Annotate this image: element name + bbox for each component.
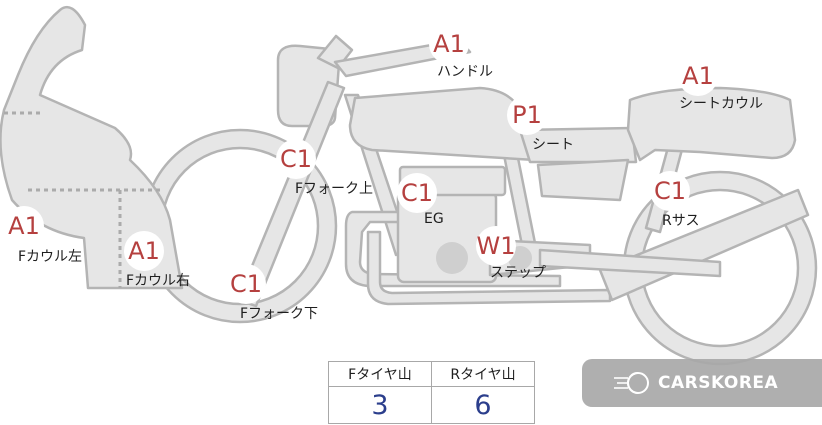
part-label-f-cowl-left: Fカウル左 bbox=[18, 249, 83, 265]
front-fork bbox=[236, 80, 346, 308]
part-label-f-fork-lower: Fフォーク下 bbox=[240, 306, 319, 322]
rear-tyre-header: Rタイヤ山 bbox=[431, 361, 535, 387]
part-label-engine: EG bbox=[424, 211, 444, 227]
part-label-seat-cowl: シートカウル bbox=[679, 96, 763, 112]
grade-badge-handle: A1 bbox=[429, 24, 469, 64]
front-tyre-header: Fタイヤ山 bbox=[328, 361, 432, 387]
part-label-r-suspension: Rサス bbox=[662, 213, 700, 229]
seat-cowl-shape bbox=[626, 86, 797, 162]
brand-watermark: CARSKOREA bbox=[582, 359, 822, 407]
grade-badge-f-cowl-left: A1 bbox=[4, 206, 44, 246]
grade-badge-step: W1 bbox=[476, 226, 516, 266]
seat-shape bbox=[518, 126, 638, 164]
tyre-tread-table: Fタイヤ山 Rタイヤ山 3 6 bbox=[328, 361, 535, 424]
swingarm bbox=[538, 248, 722, 278]
grade-badge-seat: P1 bbox=[507, 95, 547, 135]
front-tyre-value: 3 bbox=[328, 386, 432, 424]
part-label-handle: ハンドル bbox=[437, 64, 493, 80]
part-label-seat: シート bbox=[532, 137, 574, 153]
grade-badge-f-cowl-right: A1 bbox=[124, 231, 164, 271]
side-panel bbox=[536, 158, 630, 202]
grade-badge-seat-cowl: A1 bbox=[678, 56, 718, 96]
front-fairing bbox=[0, 5, 184, 290]
part-label-f-fork-upper: Fフォーク上 bbox=[295, 181, 374, 197]
grade-badge-engine: C1 bbox=[397, 173, 437, 213]
part-label-step: ステップ bbox=[490, 265, 546, 281]
fuel-tank bbox=[348, 86, 537, 162]
grade-badge-r-suspension: C1 bbox=[650, 171, 690, 211]
grade-badge-f-fork-lower: C1 bbox=[226, 264, 266, 304]
brand-name: CARSKOREA bbox=[658, 373, 779, 393]
part-label-f-cowl-right: Fカウル右 bbox=[126, 273, 191, 289]
rear-tyre-value: 6 bbox=[431, 386, 535, 424]
carskorea-logo-icon bbox=[614, 372, 649, 394]
front-wheel bbox=[142, 128, 338, 324]
grade-badge-f-fork-upper: C1 bbox=[276, 139, 316, 179]
